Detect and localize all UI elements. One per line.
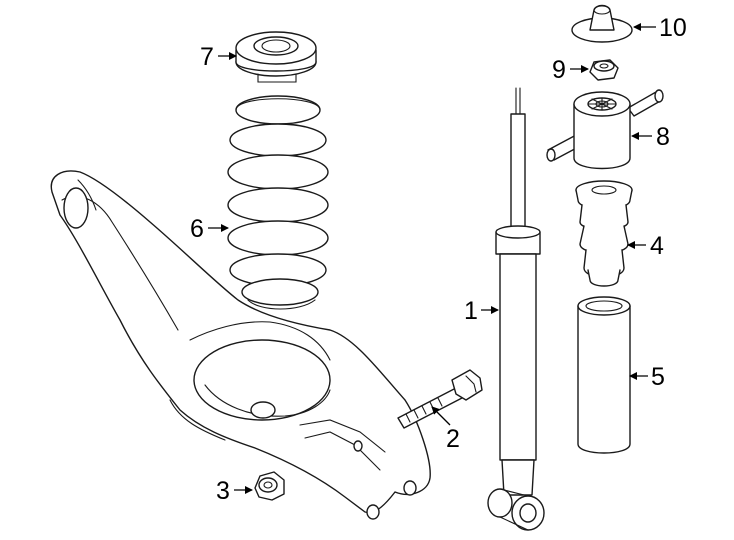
callout-9: 9 <box>552 56 566 84</box>
dust-boot <box>577 296 631 454</box>
callout-7: 7 <box>200 43 214 71</box>
nut <box>254 471 285 501</box>
trailing-arm <box>50 170 431 520</box>
spring-seat <box>235 31 317 83</box>
callouts: 1 2 3 4 5 6 7 8 9 10 <box>190 14 687 505</box>
leader-2 <box>431 406 451 426</box>
shock-absorber <box>487 87 545 531</box>
callout-5: 5 <box>651 363 665 391</box>
bump-stop <box>575 180 633 287</box>
callout-6: 6 <box>190 215 204 243</box>
callout-3: 3 <box>216 477 230 505</box>
cap <box>571 4 633 43</box>
bolt <box>397 369 483 429</box>
callout-2: 2 <box>446 425 460 453</box>
callout-1: 1 <box>464 297 478 325</box>
leader-lines <box>208 23 656 494</box>
coil-spring <box>227 95 329 310</box>
callout-10: 10 <box>659 14 687 42</box>
callout-4: 4 <box>650 232 664 260</box>
lock-nut <box>589 59 619 81</box>
upper-mount <box>546 89 664 170</box>
callout-8: 8 <box>656 123 670 151</box>
